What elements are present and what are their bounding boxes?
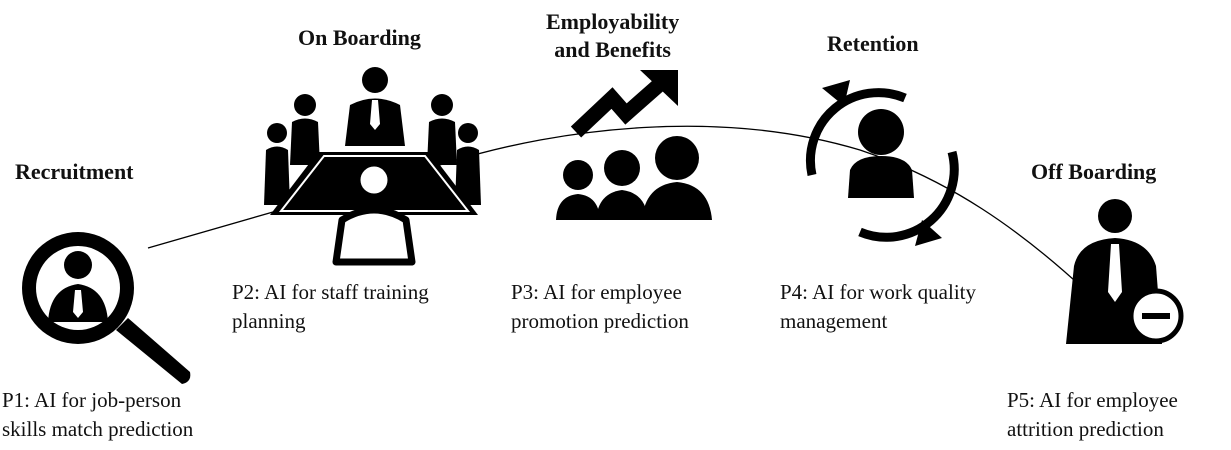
stage-title-recruitment: Recruitment	[15, 159, 134, 184]
stage-description-p3: P3: AI for employee promotion prediction	[511, 280, 689, 333]
stage-description-p4: P4: AI for work quality management	[780, 280, 976, 333]
stage-title-off-boarding: Off Boarding	[1031, 159, 1157, 184]
stage-title-retention: Retention	[827, 31, 919, 56]
stage-title-employability-and-benefits: Employability and Benefits	[546, 9, 680, 62]
stage-description-p5: P5: AI for employee attrition prediction	[1007, 388, 1178, 441]
stage-title-on-boarding: On Boarding	[298, 25, 421, 50]
stage-description-p1: P1: AI for job-person skills match predi…	[2, 388, 194, 441]
stage-description-p2: P2: AI for staff training planning	[232, 280, 429, 333]
